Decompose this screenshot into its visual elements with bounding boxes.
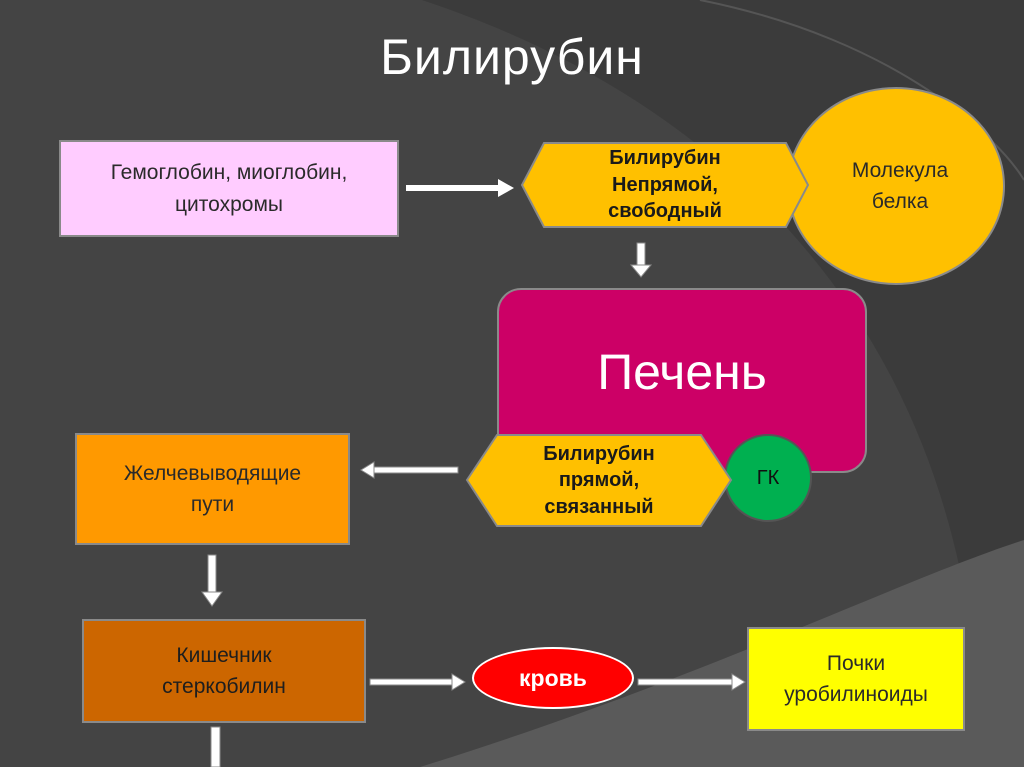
sources-box: Гемоглобин, миоглобин, цитохромы — [59, 140, 399, 237]
indirect-bilirubin-line-2: Непрямой, — [612, 173, 718, 196]
arrow-blood-to-kidneys — [637, 673, 746, 691]
intestine-line-2: стеркобилин — [162, 675, 286, 698]
arrow-direct-to-bile-ducts — [360, 461, 459, 479]
hexagon-shape — [465, 434, 733, 527]
intestine-box: Кишечник стеркобилин — [82, 619, 366, 723]
page-title: Билирубин — [380, 29, 644, 85]
gk-label: ГК — [756, 467, 780, 489]
indirect-bilirubin-line-1: Билирубин — [609, 147, 721, 170]
direct-bilirubin-line-3: связанный — [544, 495, 654, 518]
arrow-indirect-to-liver — [629, 242, 653, 278]
hexagon-shape — [520, 142, 810, 228]
liver-label: Печень — [597, 344, 767, 400]
sources-label: Гемоглобин, миоглобин, цитохромы — [110, 161, 348, 216]
direct-bilirubin-hexagon: Билирубин прямой, связанный — [465, 433, 733, 528]
blood-oval: кровь — [472, 647, 634, 709]
kidneys-line-2: уробилиноиды — [784, 683, 928, 706]
direct-bilirubin-line-1: Билирубин — [543, 442, 655, 465]
arrow-sources-to-indirect — [406, 179, 514, 197]
bile-ducts-box: Желчевыводящие пути — [75, 433, 350, 545]
kidneys-box: Почки уробилиноиды — [747, 627, 965, 731]
arrow-bile-ducts-to-intestine — [201, 554, 223, 607]
protein-molecule-circle: Молекула белка — [787, 87, 1005, 285]
arrow-intestine-to-blood — [369, 673, 466, 691]
bile-ducts-line-1: Желчевыводящие — [123, 461, 302, 485]
indirect-bilirubin-hexagon: Билирубин Непрямой, свободный — [520, 141, 810, 229]
gk-circle: ГК — [724, 434, 812, 522]
kidneys-line-1: Почки — [826, 651, 886, 675]
protein-label-line-2: белка — [871, 190, 929, 213]
bile-ducts-line-2: пути — [190, 493, 235, 516]
blood-label: кровь — [519, 664, 587, 691]
protein-label-line-1: Молекула — [851, 158, 949, 182]
intestine-line-1: Кишечник — [176, 643, 272, 667]
indirect-bilirubin-line-3: свободный — [608, 200, 722, 223]
direct-bilirubin-line-2: прямой, — [558, 469, 640, 492]
arrow-intestine-down — [210, 726, 221, 767]
